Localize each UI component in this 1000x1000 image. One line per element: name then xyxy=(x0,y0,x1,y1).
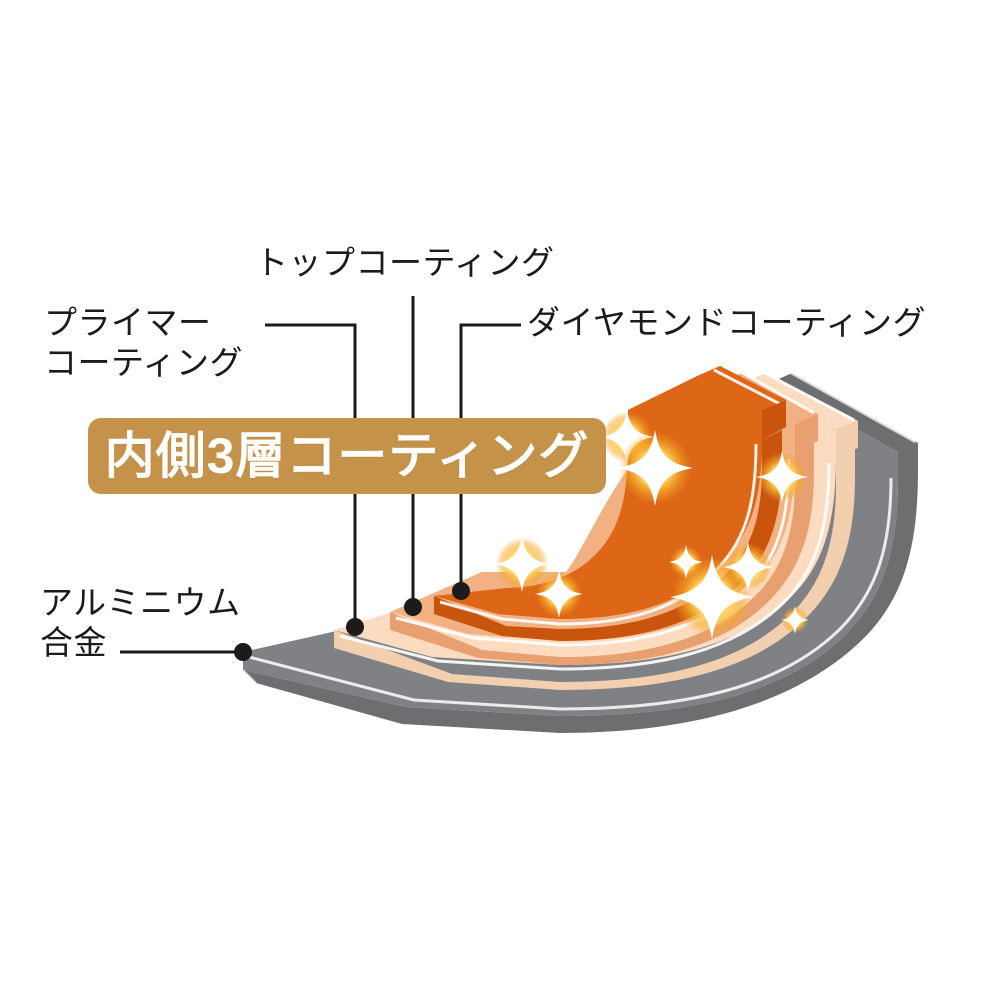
sparkle-icon xyxy=(756,451,808,503)
leader-primer xyxy=(265,323,357,627)
inner-three-layer-coating-banner: 内側3層コーティング xyxy=(88,418,606,494)
sparkle-icon xyxy=(535,570,583,618)
sparkle-icon xyxy=(723,542,773,592)
banner-label: 内側3層コーティング xyxy=(104,428,590,484)
leader-top-dot xyxy=(404,598,422,616)
label-aluminium-alloy: アルミニウム 合金 xyxy=(40,584,241,661)
leader-diamond-dot xyxy=(452,582,470,600)
sparkle-icon xyxy=(669,545,703,579)
sparkle-icon xyxy=(494,536,550,592)
label-primer-coating: プライマー コーティング xyxy=(44,304,244,381)
sparkle-group xyxy=(494,410,809,639)
sparkle-icon xyxy=(781,606,809,634)
leader-diamond xyxy=(459,323,521,591)
rim-layer-stack xyxy=(628,366,918,478)
sparkle-icon xyxy=(617,430,693,506)
label-diamond-coating: ダイヤモンドコーティング xyxy=(527,304,927,341)
leader-alum-dot xyxy=(234,643,252,661)
leader-primer-dot xyxy=(346,618,364,636)
label-top-coating: トップコーティング xyxy=(255,244,555,281)
